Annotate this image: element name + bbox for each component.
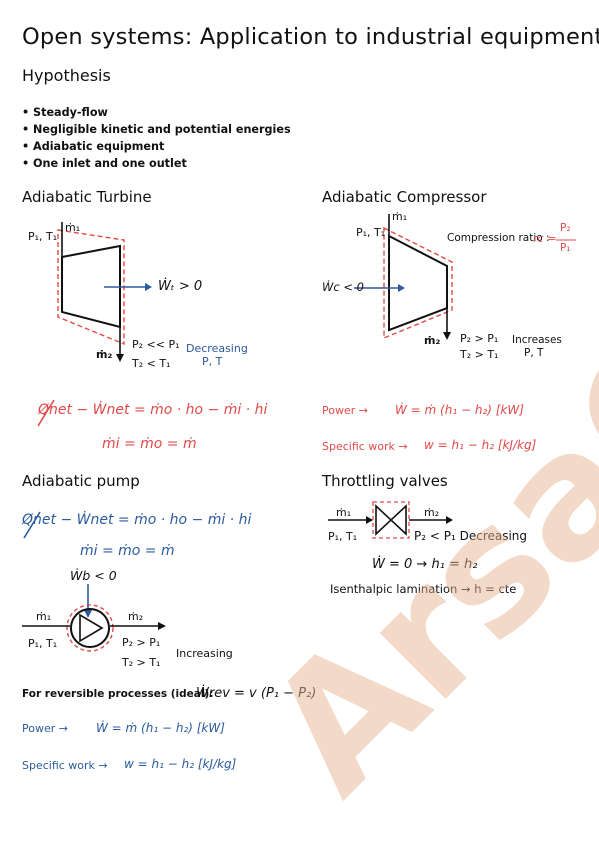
valve-control-volume	[372, 501, 410, 539]
list-item: One inlet and one outlet	[22, 155, 291, 172]
valve-inlet-arrowhead	[366, 516, 373, 524]
list-item: Adiabatic equipment	[22, 138, 291, 155]
valve-symbol	[375, 504, 407, 536]
pump-control-volume	[66, 604, 114, 652]
isenthalpic-note: Isenthalpic lamination → h = cte	[330, 582, 517, 596]
valves-heading: Throttling valves	[322, 472, 448, 490]
compressor-power-equation: Ẇ = ṁ (h₁ − h₂) [kW]	[395, 403, 524, 417]
pump-q-strike	[23, 511, 41, 539]
compressor-note-line2: P, T	[524, 347, 544, 359]
compressor-p-relation: P₂ > P₁	[460, 332, 499, 345]
pump-power-label: Power →	[22, 722, 68, 735]
pump-mdot-in: ṁ₁	[36, 610, 52, 623]
list-item: Negligible kinetic and potential energie…	[22, 121, 291, 138]
valve-inlet-label: P₁, T₁	[328, 530, 358, 543]
turbine-q-strike	[37, 399, 55, 427]
pump-specific-work-label: Specific work →	[22, 759, 108, 772]
compressor-mdot-in: ṁ₁	[392, 210, 408, 223]
compressor-t-relation: T₂ > T₁	[460, 348, 499, 361]
turbine-energy-equation: Q̸net − Ẇnet = ṁo · ho − ṁi · hi	[38, 402, 268, 418]
pump-power-equation: Ẇ = ṁ (h₁ − h₂) [kW]	[96, 721, 225, 735]
compressor-heading: Adiabatic Compressor	[322, 188, 487, 206]
valve-p-relation: P₂ < P₁ Decreasing	[414, 529, 528, 543]
compressor-power-label: Power →	[322, 404, 368, 417]
pump-energy-equation: Q̸net − Ẇnet = ṁo · ho − ṁi · hi	[22, 512, 252, 528]
list-item: Steady-flow	[22, 104, 291, 121]
compressor-control-volume	[383, 226, 453, 340]
pump-inlet-label: P₁, T₁	[28, 637, 58, 650]
compression-ratio-numerator: P₂	[560, 222, 571, 234]
compressor-work-label: Ẇc < 0	[322, 280, 364, 294]
turbine-work-label: Ẇₜ > 0	[158, 279, 203, 294]
turbine-mdot-out: ṁ₂	[96, 348, 113, 361]
pump-note: Increasing	[176, 647, 233, 660]
pump-p-relation: P₂ > P₁	[122, 636, 161, 649]
compression-ratio-symbol: rc =	[533, 232, 557, 245]
reversible-label: For reversible processes (ideal):	[22, 688, 214, 700]
turbine-inlet-label: P₁, T₁	[28, 230, 58, 243]
turbine-mdot-in: ṁ₁	[65, 221, 81, 234]
pump-work-arrowhead	[84, 610, 92, 618]
hypothesis-list: Steady-flow Negligible kinetic and poten…	[22, 104, 291, 172]
turbine-outlet-arrowhead	[116, 354, 124, 362]
pump-symbol	[79, 613, 104, 643]
turbine-control-volume	[57, 229, 125, 346]
turbine-heading: Adiabatic Turbine	[22, 188, 152, 206]
compressor-inlet-label: P₁, T₁	[356, 226, 386, 239]
compressor-specific-work-equation: w = h₁ − h₂ [kJ/kg]	[424, 438, 537, 452]
pump-mdot-out: ṁ₂	[128, 610, 144, 623]
compressor-work-arrowhead	[398, 284, 405, 292]
pump-casing	[70, 608, 110, 648]
pump-outlet-arrowhead	[158, 622, 166, 630]
valve-outlet-arrowhead	[446, 516, 453, 524]
compressor-note-line1: Increases	[512, 334, 562, 346]
pump-specific-work-equation: w = h₁ − h₂ [kJ/kg]	[124, 757, 237, 771]
pump-heading: Adiabatic pump	[22, 472, 140, 490]
page-title: Open systems: Application to industrial …	[22, 24, 599, 50]
compression-ratio-label: Compression ratio :	[447, 232, 550, 244]
turbine-note-line2: P, T	[202, 355, 223, 368]
compressor-mdot-out: ṁ₂	[424, 334, 441, 347]
compressor-outlet-arrowhead	[443, 332, 451, 340]
hypothesis-heading: Hypothesis	[22, 66, 111, 85]
reversible-equation: Ẇrev = v (P₁ − P₂)	[196, 686, 317, 701]
compressor-specific-work-label: Specific work →	[322, 440, 408, 453]
turbine-mass-equation: ṁi = ṁo = ṁ	[102, 436, 197, 452]
pump-work-label: Ẇb < 0	[70, 568, 117, 583]
pump-mass-equation: ṁi = ṁo = ṁ	[80, 543, 175, 559]
valve-work-equation: Ẇ = 0 → h₁ = h₂	[372, 557, 478, 572]
valve-mdot-in: ṁ₁	[336, 506, 352, 519]
turbine-p-relation: P₂ << P₁	[132, 338, 180, 351]
pump-t-relation: T₂ > T₁	[122, 656, 161, 669]
valve-mdot-out: ṁ₂	[424, 506, 440, 519]
turbine-work-arrowhead	[145, 283, 152, 291]
turbine-note-line1: Decreasing	[186, 342, 248, 355]
compression-ratio-denominator: P₁	[560, 242, 571, 254]
turbine-t-relation: T₂ < T₁	[132, 357, 171, 370]
